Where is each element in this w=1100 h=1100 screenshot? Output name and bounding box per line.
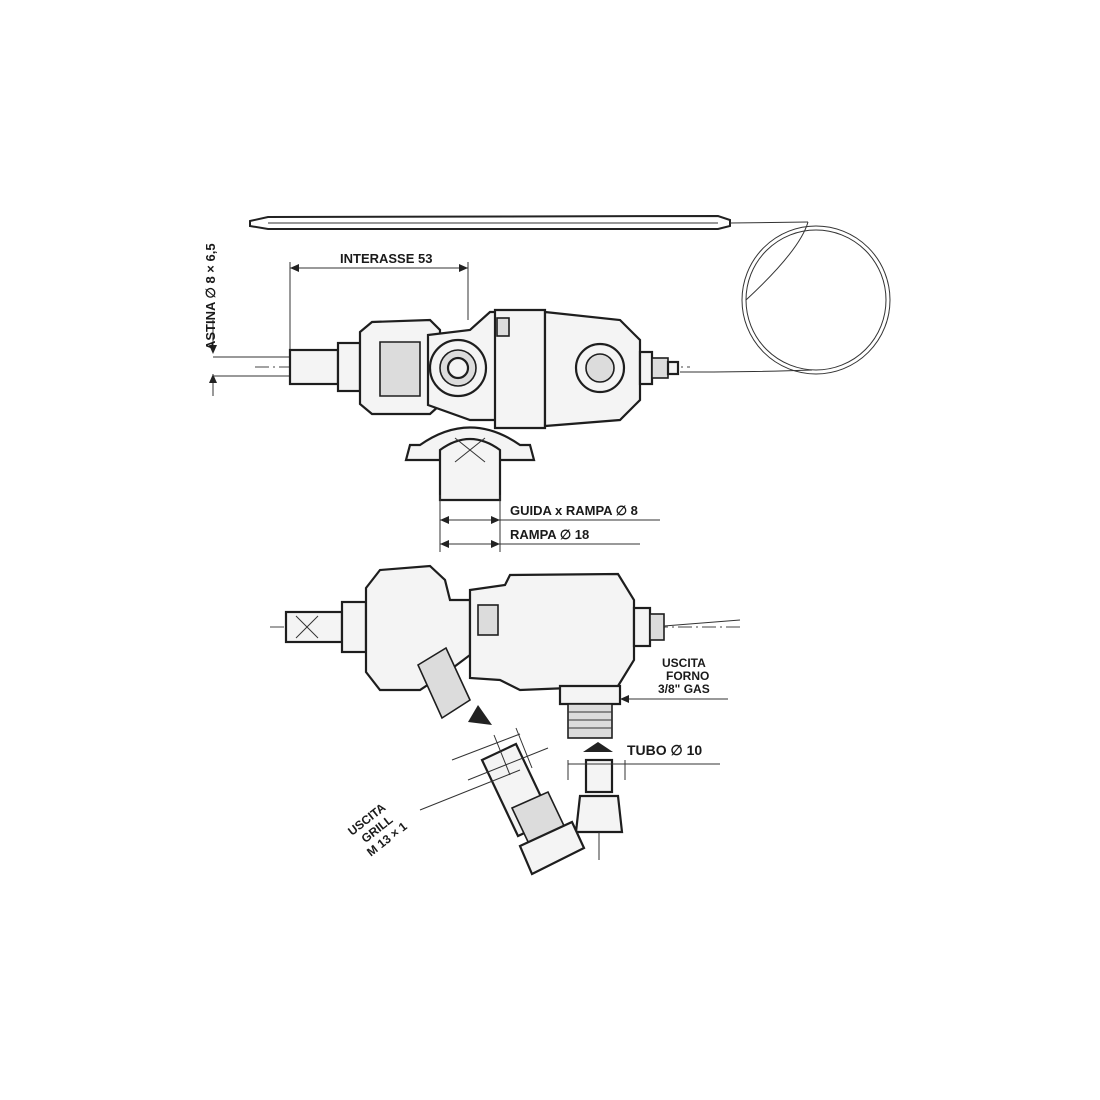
tubo-label: TUBO ∅ 10 <box>627 742 702 758</box>
uscita-forno-line-3: 3/8" GAS <box>658 682 710 696</box>
guida-rampa-dimensions <box>439 495 660 552</box>
tubo-connection <box>567 742 720 860</box>
thermostat-bulb <box>249 214 809 230</box>
valve-top-view <box>255 308 690 502</box>
uscita-grill-label: USCITA GRILL M 13 × 1 <box>345 800 410 859</box>
forno-arrow <box>620 695 629 703</box>
uscita-forno-line-1: USCITA <box>662 656 706 670</box>
valve-side-view <box>270 564 741 739</box>
uscita-forno-line-2: FORNO <box>666 669 709 683</box>
capillary-coil <box>679 221 891 375</box>
rampa-label: RAMPA ∅ 18 <box>510 527 589 542</box>
astina-dimension <box>209 320 300 396</box>
grill-outlet <box>419 705 586 876</box>
guida-label: GUIDA x RAMPA ∅ 8 <box>510 503 638 518</box>
astina-label: ASTINA ∅ 8 × 6,5 <box>203 243 218 350</box>
interasse-dimension <box>289 262 469 360</box>
interasse-label: INTERASSE 53 <box>340 251 432 266</box>
